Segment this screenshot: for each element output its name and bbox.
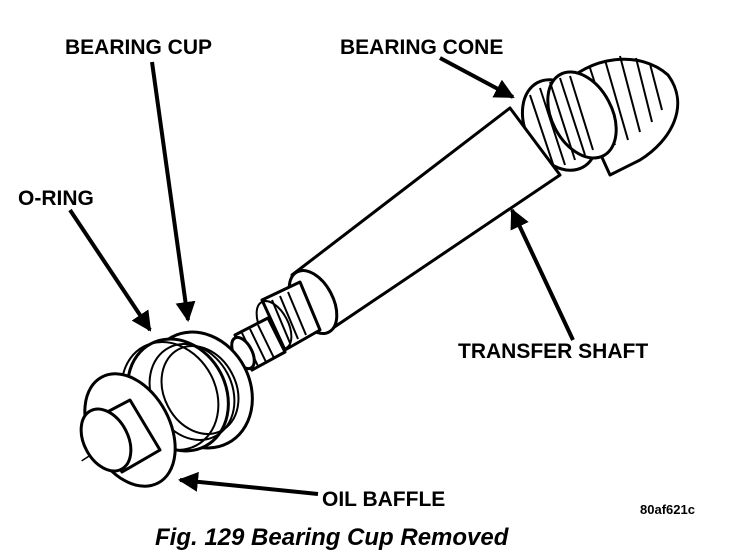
bearing-cone-arrow-icon [439,56,515,99]
label-oil-baffle: OIL BAFFLE [322,488,445,511]
figure-code: 80af621c [640,502,695,517]
label-bearing-cone: BEARING CONE [340,36,503,59]
bearing-cone-icon [520,70,618,172]
label-transfer-shaft: TRANSFER SHAFT [458,340,648,363]
transfer-shaft-icon [230,106,562,372]
oil-baffle-arrow-icon [178,471,319,496]
label-bearing-cup: BEARING CUP [65,36,212,59]
label-o-ring: O-RING [18,187,94,210]
o-ring-arrow-icon [68,208,152,332]
transfer-shaft-arrow-icon [510,208,575,341]
figure-caption: Fig. 129 Bearing Cup Removed [155,524,510,551]
bearing-cup-arrow-icon [150,61,196,322]
oil-baffle-icon [79,372,177,488]
